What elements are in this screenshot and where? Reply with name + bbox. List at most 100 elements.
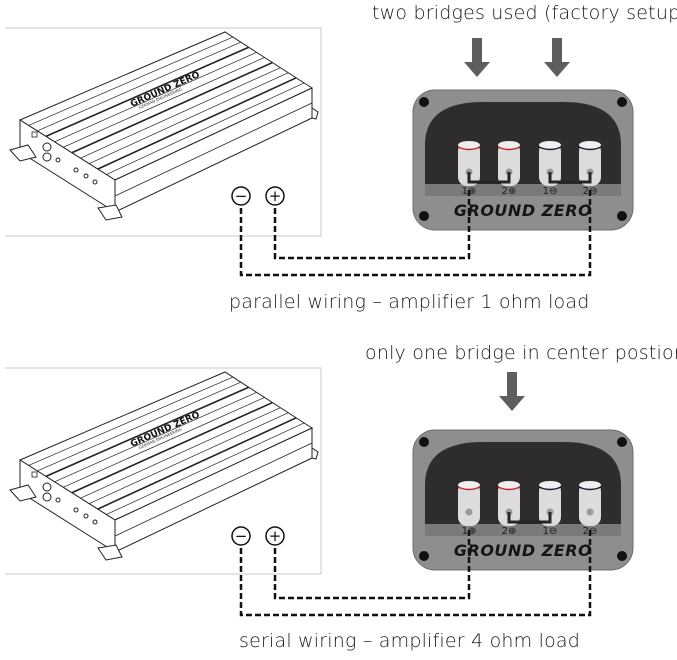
amp-control-knob (55, 497, 61, 503)
amp-heatsink-fin (45, 386, 250, 478)
amp-control-knob (42, 152, 52, 162)
amp-heatsink-fin (28, 376, 234, 466)
plus-circle-icon (265, 526, 285, 546)
amp-mount-foot (311, 447, 319, 460)
terminal-post (539, 142, 561, 186)
panel-brand-logo: GROUND ZERO (454, 541, 592, 560)
terminal-cap (539, 481, 561, 489)
minus-circle-icon (231, 186, 251, 206)
amp-control-knob (83, 173, 89, 179)
terminal-cap (579, 141, 601, 149)
terminal-polarity-ring (578, 146, 602, 151)
speaker-terminal-panel: 1⊕2⊕1⊖2⊖GROUND ZERO (412, 89, 634, 231)
panel-brand-logo: GROUND ZERO (454, 201, 592, 220)
amp-heatsink-fin (97, 77, 297, 170)
amp-control-knob (92, 519, 98, 525)
positive-wire (273, 530, 471, 600)
speaker-terminal-panel: 1⊕2⊕1⊖2⊖GROUND ZERO (412, 429, 634, 571)
parallel-header: two bridges used (factory setup) (372, 2, 677, 24)
amp-heatsink-fin (37, 41, 241, 132)
amp-control-knob (42, 142, 52, 152)
speaker-wires (239, 190, 592, 277)
parallel-caption: parallel wiring – amplifier 1 ohm load (229, 291, 590, 313)
terminal-2: 2⊕ (497, 141, 521, 197)
terminal-cap (498, 141, 520, 149)
amp-heatsink-fin (63, 57, 265, 148)
amp-negative-output: − (231, 526, 251, 546)
terminal-label: 1⊖ (543, 526, 558, 537)
screw-icon (419, 437, 429, 447)
terminal-cap (458, 481, 480, 489)
terminal-3: 1⊖ (538, 481, 562, 537)
amp-heatsink-fin (71, 61, 273, 154)
amplifier-frame (5, 367, 322, 575)
terminal-cap (498, 481, 520, 489)
terminal-polarity-ring (497, 146, 521, 151)
amp-side-groove (114, 442, 313, 537)
amp-heatsink-fin (88, 72, 289, 164)
amp-mount-foot (97, 204, 123, 221)
terminal-polarity-ring (497, 486, 521, 491)
amp-heatsink-fin (54, 392, 257, 483)
terminal-label-strip (425, 184, 621, 196)
screw-icon (419, 97, 429, 107)
bridge-jumper (548, 172, 592, 184)
terminal-cap (458, 141, 480, 149)
terminal-post (498, 142, 520, 186)
amp-negative-output: − (231, 186, 251, 206)
polarity-symbol: − (235, 527, 248, 545)
amp-side-groove (114, 102, 313, 197)
amp-control-knob (83, 513, 89, 519)
polarity-symbol: + (269, 187, 282, 205)
terminal-post (498, 482, 520, 526)
terminal-label: 1⊖ (543, 186, 558, 197)
amp-heatsink-fin (63, 397, 265, 488)
screw-icon (617, 437, 627, 447)
amp-control-knob (42, 482, 52, 492)
terminal-polarity-ring (578, 486, 602, 491)
bridge-jumper (467, 172, 511, 184)
amp-control-knob (73, 167, 79, 173)
amp-positive-output: + (265, 186, 285, 206)
speaker-wires (239, 530, 592, 617)
amp-heatsink-fin (80, 67, 281, 159)
terminal-polarity-ring (538, 486, 562, 491)
amp-heatsink-fin (106, 422, 305, 515)
polarity-symbol: − (235, 187, 248, 205)
terminal-polarity-ring (457, 146, 481, 151)
serial-header: only one bridge in center postion (365, 342, 677, 364)
terminal-cap (579, 481, 601, 489)
amp-heatsink-fin (88, 412, 289, 504)
amp-heatsink-fin (71, 401, 273, 494)
amp-heatsink-fin (97, 417, 297, 510)
screw-icon (617, 551, 627, 561)
amp-mount-foot (97, 544, 123, 561)
down-arrow-icon (499, 372, 525, 411)
terminal-polarity-ring (457, 486, 481, 491)
amp-heatsink-fin (37, 381, 241, 472)
amp-mount-foot (9, 144, 37, 162)
amp-mount-foot (311, 107, 319, 120)
screw-icon (617, 211, 627, 221)
amp-control-knob (92, 179, 98, 185)
screw-icon (617, 97, 627, 107)
terminal-post (539, 482, 561, 526)
amp-control-knob (42, 492, 52, 502)
terminal-2: 2⊕ (497, 481, 521, 537)
screw-icon (419, 551, 429, 561)
terminal-label: 2⊕ (502, 526, 517, 537)
terminal-post (458, 482, 480, 526)
amp-led (31, 131, 38, 138)
amp-mount-foot (9, 484, 37, 502)
screw-icon (419, 211, 429, 221)
terminal-polarity-ring (538, 146, 562, 151)
amplifier-frame (5, 27, 322, 237)
amp-heatsink-fin (45, 46, 250, 138)
down-arrow-icon (464, 38, 490, 77)
amp-heatsink-fin (28, 36, 234, 126)
amp-positive-output: + (265, 526, 285, 546)
